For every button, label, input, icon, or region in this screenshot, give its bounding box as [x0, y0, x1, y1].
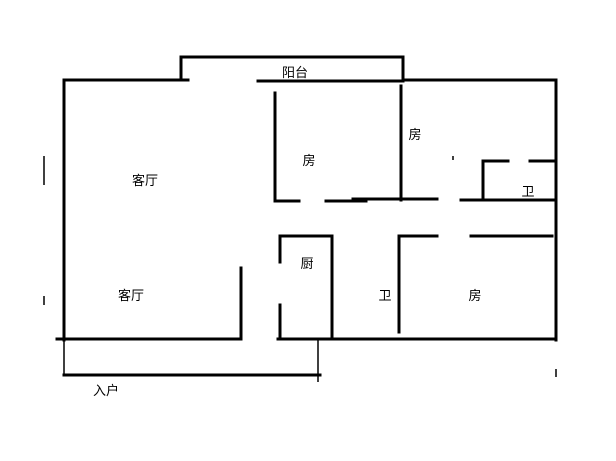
label-living-room-lower: 客厅: [118, 288, 144, 304]
room-labels: 阳台 客厅 客厅 房 房 卫 厨 卫 房 入户: [93, 66, 535, 399]
label-living-room-upper: 客厅: [132, 173, 158, 189]
label-bedroom-bottom-right: 房: [468, 288, 481, 304]
label-kitchen: 厨: [300, 257, 313, 272]
label-bedroom-center: 房: [302, 153, 315, 169]
label-bathroom-center: 卫: [378, 289, 391, 304]
label-entrance: 入户: [93, 383, 119, 399]
label-bathroom-top-right: 卫: [521, 185, 534, 200]
label-bedroom-top-right: 房: [408, 127, 421, 143]
marks: [43, 156, 557, 377]
label-balcony: 阳台: [282, 66, 308, 81]
walls: [55, 55, 558, 342]
entrance-lines: [62, 340, 322, 382]
